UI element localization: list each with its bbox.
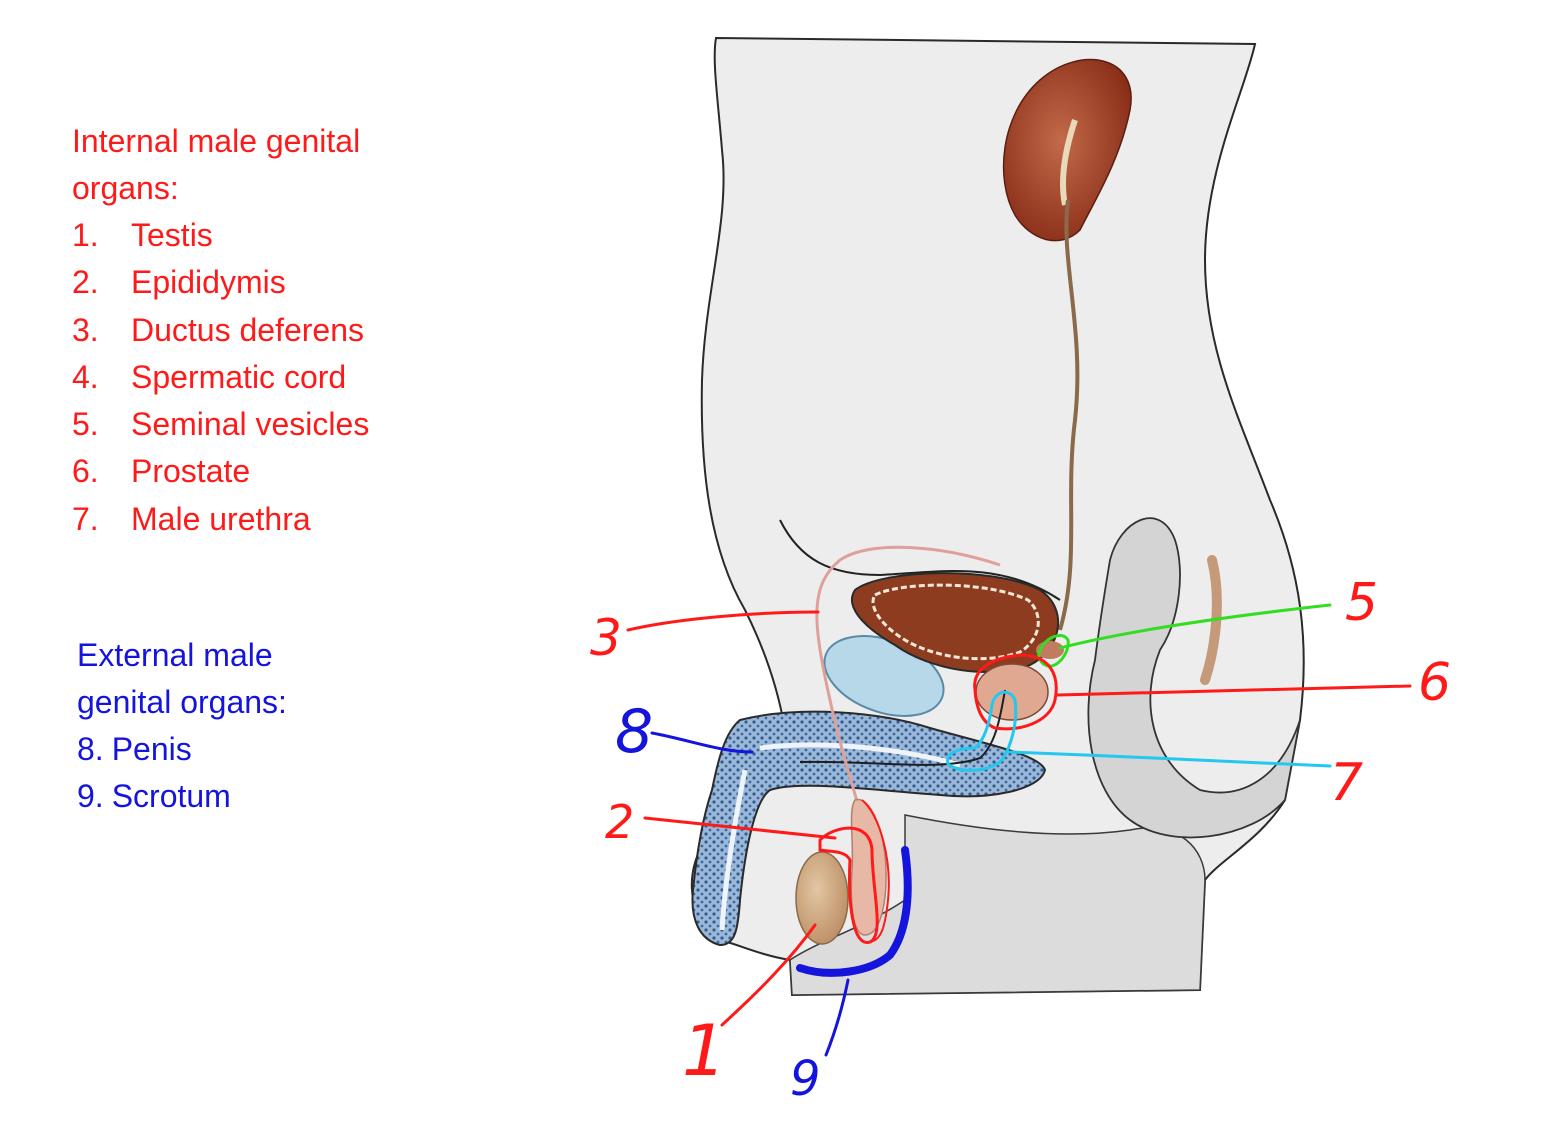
item-number: 5.	[72, 406, 99, 443]
prostate	[975, 663, 1049, 721]
item-label-scrotum: Scrotum	[111, 778, 231, 815]
coccyx	[1200, 555, 1222, 685]
list-item: 4. Spermatic cord	[72, 354, 432, 401]
testis	[795, 851, 849, 945]
item-number: 9.	[77, 778, 104, 815]
urethra	[799, 689, 1006, 766]
epididymis-outline-upper	[861, 799, 890, 943]
callout-number-9: 9	[790, 1051, 821, 1107]
item-label-ductus-deferens: Ductus deferens	[131, 311, 365, 348]
item-number: 7.	[72, 500, 99, 537]
urinary-bladder	[850, 572, 1059, 674]
item-label-spermatic-cord: Spermatic cord	[131, 358, 347, 395]
scrotum-outline	[796, 846, 912, 977]
bladder-mucosa	[871, 583, 1040, 661]
list-item: 8.Penis	[77, 726, 377, 773]
item-number: 2.	[72, 264, 99, 301]
callout-number-3: 3	[590, 609, 622, 667]
item-label-testis: Testis	[131, 217, 213, 253]
list-item: 5. Seminal vesicles	[72, 401, 432, 448]
callout-number-2: 2	[605, 795, 634, 849]
ureter	[1058, 199, 1080, 631]
callout-number-5: 5	[1345, 573, 1378, 633]
peritoneum-line	[779, 519, 1061, 601]
kidney-hilum	[1060, 119, 1078, 206]
callout-line-9	[824, 978, 850, 1057]
callout-number-1: 1	[682, 1010, 727, 1092]
external-heading-line2: genital organs:	[77, 684, 287, 720]
callout-line-5	[1058, 603, 1332, 650]
callout-number-7-urethra: 7	[1330, 753, 1363, 813]
penis-inner-channel	[719, 742, 961, 931]
internal-heading-line2: organs:	[72, 170, 179, 206]
callout-number-6: 6	[1418, 653, 1451, 713]
list-item: 3. Ductus deferens	[72, 307, 432, 354]
list-item: 9.Scrotum	[77, 773, 377, 820]
callout-line-7	[1008, 750, 1332, 768]
callout-line-1	[720, 923, 817, 1027]
callout-line-2	[643, 816, 837, 840]
callout-line-3	[626, 610, 820, 632]
list-item: 2. Epididymis	[72, 259, 432, 306]
item-number: 1.	[72, 217, 99, 253]
internal-heading-line1: Internal male genital	[72, 123, 361, 159]
external-organs-legend: External male genital organs: 8.Penis 9.…	[77, 632, 377, 821]
list-item: 1. Testis	[72, 212, 432, 259]
callout-line-8	[650, 731, 754, 754]
urethra-outline	[946, 690, 1018, 772]
item-label-male-urethra: Male urethra	[131, 500, 311, 537]
internal-organs-legend: Internal male genital organs: 1. Testis 2…	[72, 118, 432, 543]
external-organs-list: 8.Penis 9.Scrotum	[77, 726, 377, 821]
item-label-prostate: Prostate	[131, 453, 251, 490]
prostate-outline	[973, 653, 1058, 731]
callout-line-6	[1056, 684, 1412, 697]
list-item: 6. Prostate	[72, 448, 432, 495]
item-number: 3.	[72, 311, 99, 348]
item-label-seminal-vesicles: Seminal vesicles	[131, 406, 370, 443]
item-label-penis: Penis	[111, 731, 192, 767]
item-label-epididymis: Epididymis	[131, 264, 286, 301]
list-item: 7. Male urethra	[72, 496, 432, 543]
external-heading-line1: External male	[77, 637, 273, 673]
internal-organs-list: 1.Testis 2.Epididymis 3.Ductus deferens …	[72, 212, 432, 543]
ductus-deferens	[815, 545, 1001, 831]
item-number: 4.	[72, 358, 99, 395]
item-number: 8.	[77, 731, 104, 767]
item-number: 6.	[72, 453, 99, 490]
callout-number-8: 8	[615, 697, 653, 767]
